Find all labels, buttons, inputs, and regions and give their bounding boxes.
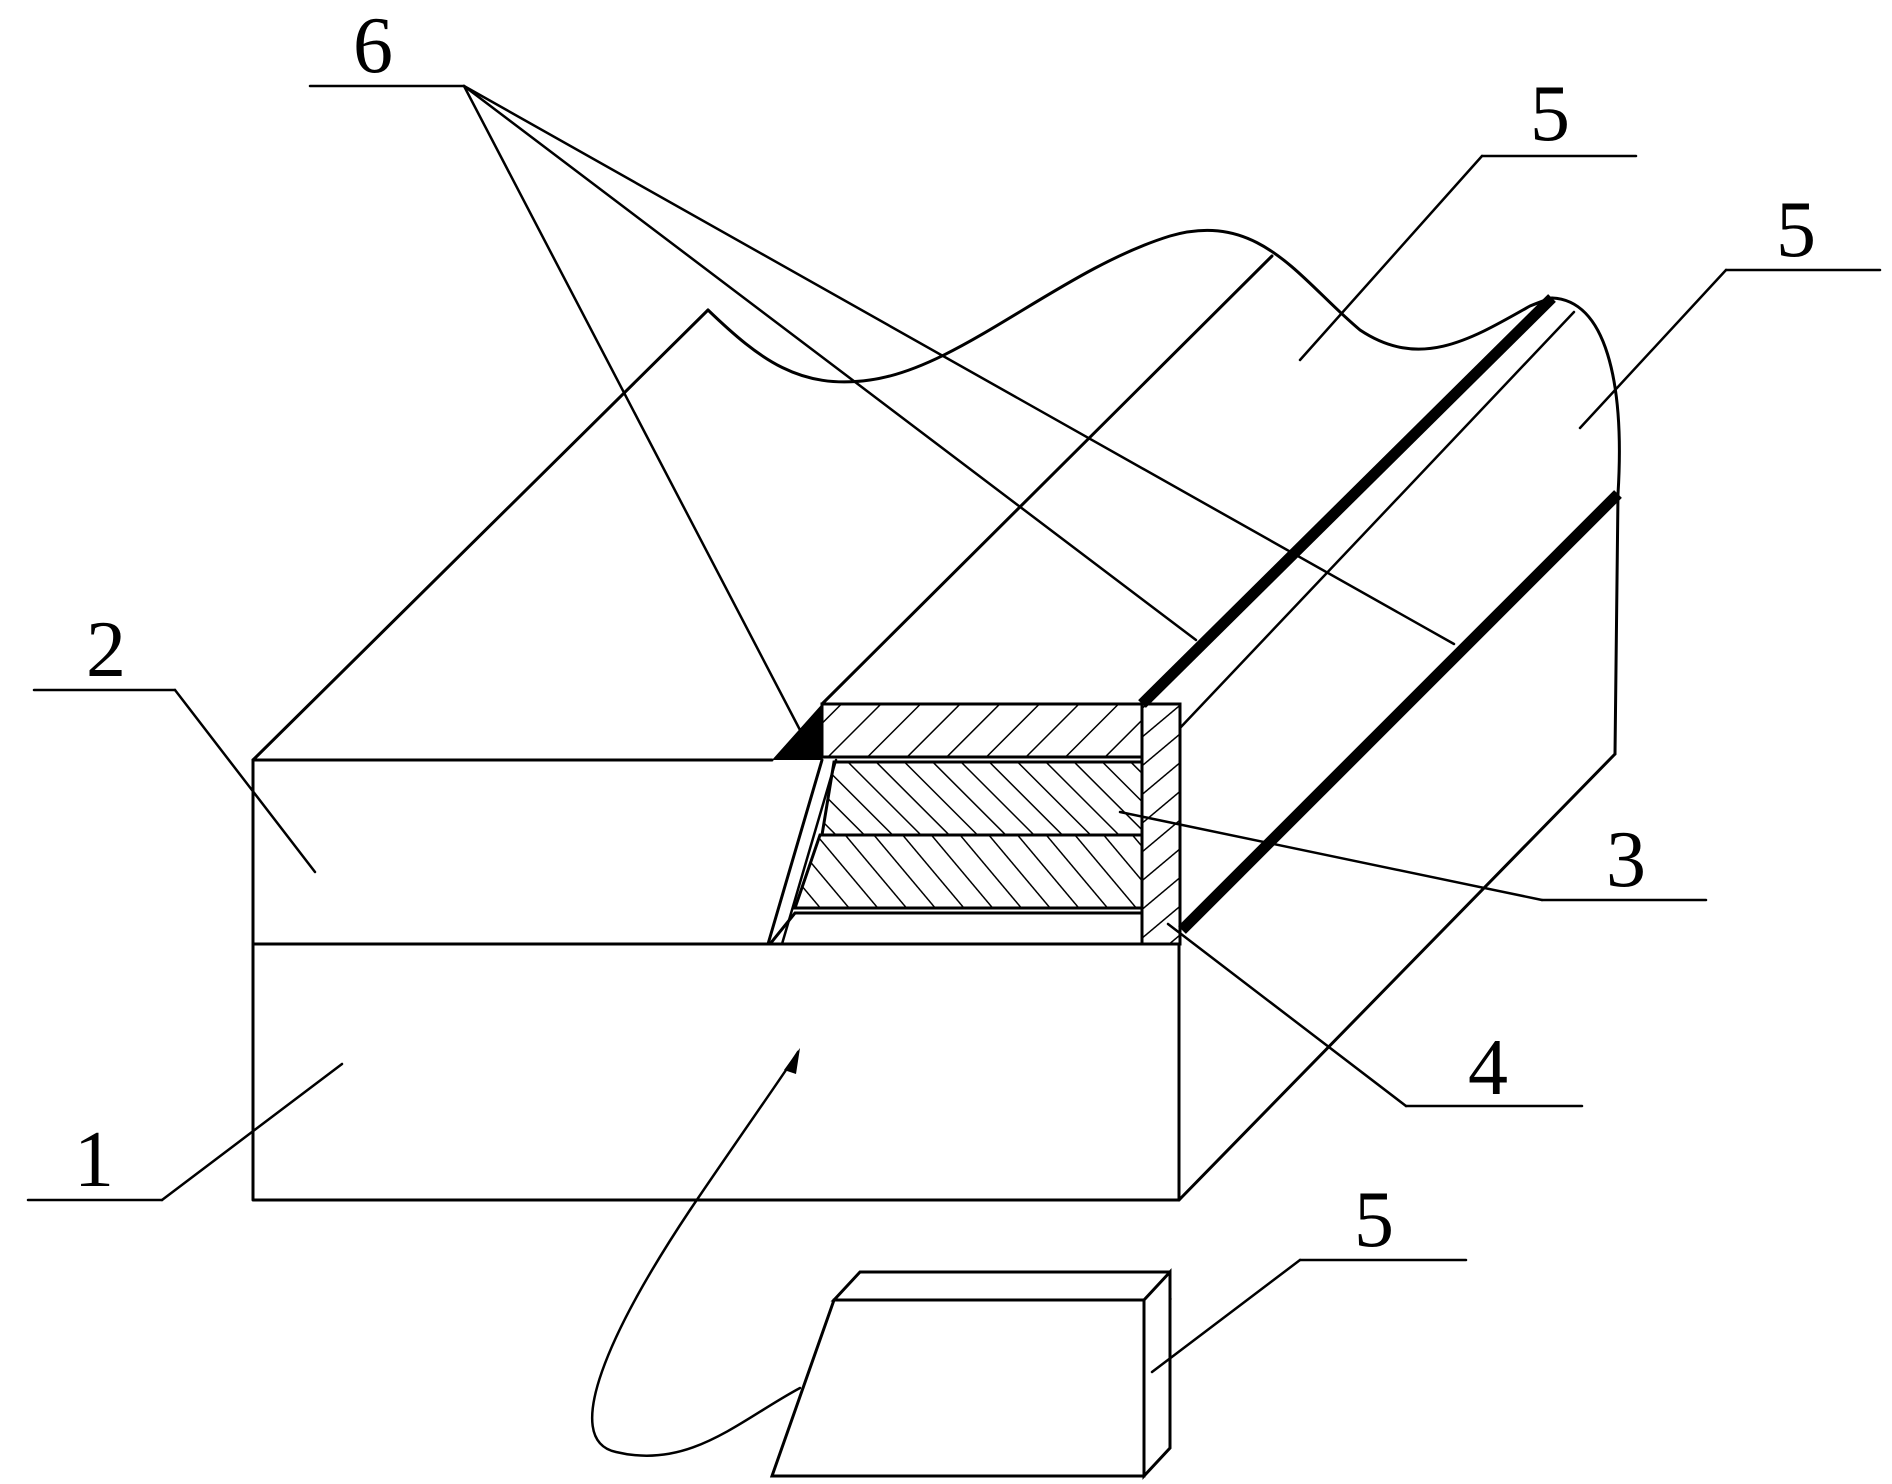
label-5-side-group: 5: [1578, 186, 1882, 430]
substrate-block: [251, 752, 1617, 1202]
label-6: 6: [353, 2, 393, 90]
label-3-group: 3: [1118, 810, 1708, 904]
label-6-group: 6: [308, 2, 1456, 732]
label-5-bottom-group: 5: [1150, 1176, 1468, 1374]
label-1: 1: [74, 1116, 114, 1204]
label-5-side: 5: [1776, 186, 1816, 274]
active-stripe: [766, 702, 1182, 946]
label-2: 2: [86, 606, 126, 694]
label-4-group: 4: [1166, 922, 1584, 1112]
rear-ridge: [706, 229, 1622, 934]
label-5-top: 5: [1530, 70, 1570, 158]
label-5-bottom: 5: [1354, 1176, 1394, 1264]
label-4: 4: [1468, 1024, 1508, 1112]
label-3: 3: [1606, 816, 1646, 904]
label-1-group: 1: [26, 1062, 344, 1204]
label-5-top-group: 5: [1298, 70, 1638, 362]
facet-piece: [590, 1048, 1172, 1480]
label-2-group: 2: [32, 606, 317, 874]
upper-layer: [251, 308, 774, 946]
